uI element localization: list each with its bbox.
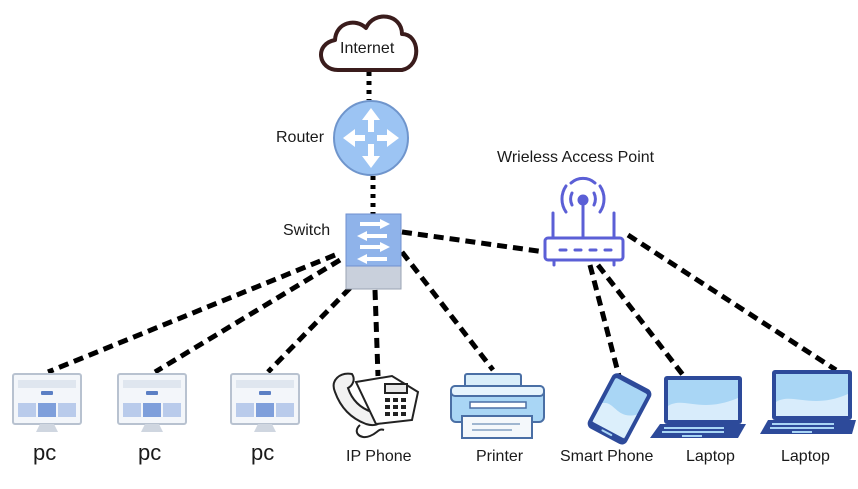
link-wap-laptop2 xyxy=(626,232,838,373)
laptop-icon-1 xyxy=(650,376,746,438)
links xyxy=(47,72,838,381)
laptop-icon xyxy=(650,376,746,438)
desktop-monitor-icon xyxy=(117,373,187,432)
ip-phone-label: IP Phone xyxy=(346,448,412,465)
cloud-icon xyxy=(319,14,419,72)
link-switch-phone xyxy=(372,289,381,377)
smart-phone-label: Smart Phone xyxy=(560,448,654,465)
link-switch-printer xyxy=(400,250,495,372)
internet-label: Internet xyxy=(340,40,395,57)
link-switch-pc3 xyxy=(266,286,352,374)
link-switch-pc1 xyxy=(47,252,336,375)
switch-label: Switch xyxy=(283,222,331,239)
desktop-monitor-icon xyxy=(230,373,300,432)
pc-1-label: pc xyxy=(33,440,57,465)
smartphone-icon xyxy=(587,373,652,445)
link-wap-laptop1 xyxy=(596,263,685,377)
laptop-icon xyxy=(760,370,856,434)
wireless-access-point-icon xyxy=(543,176,625,267)
printer-label: Printer xyxy=(476,448,524,465)
wap-label: Wrieless Access Point xyxy=(497,149,655,166)
link-wap-smartphone xyxy=(587,264,623,381)
laptop-icon-2 xyxy=(760,370,856,434)
router-label: Router xyxy=(276,129,325,146)
pc-2-label: pc xyxy=(138,440,162,465)
desktop-monitor-icon xyxy=(12,373,82,432)
router-icon xyxy=(333,100,409,176)
pc-1 xyxy=(12,373,82,432)
link-switch-wap xyxy=(401,229,546,255)
switch-icon xyxy=(345,213,402,290)
pc-3-label: pc xyxy=(251,440,275,465)
laptop-1-label: Laptop xyxy=(686,448,735,465)
laptop-2-label: Laptop xyxy=(781,448,830,465)
pc-3 xyxy=(230,373,300,432)
printer-icon xyxy=(450,373,545,439)
desk-phone-icon xyxy=(332,372,420,438)
pc-2 xyxy=(117,373,187,432)
link-switch-pc2 xyxy=(153,257,342,375)
